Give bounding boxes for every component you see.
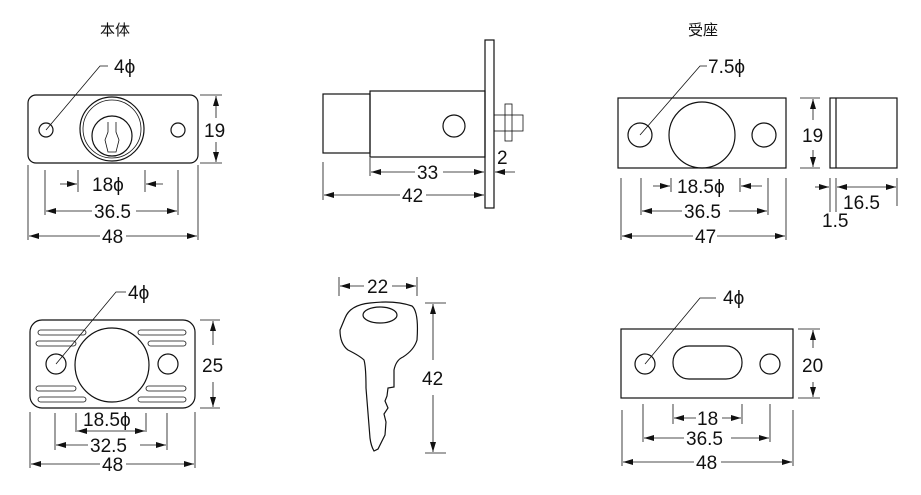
body-cylinder-label: 18ϕ: [92, 175, 124, 196]
strike-plate-view: 4ϕ 20 18 36.5 48: [620, 288, 823, 474]
strike-height-label: 19: [802, 126, 823, 147]
side-length-label: 33: [417, 163, 438, 184]
body-back-view: 4ϕ 25 18.5ϕ 32.5 48: [29, 283, 223, 476]
back-width-label: 48: [102, 455, 123, 476]
side-total-label: 42: [402, 186, 423, 207]
strike-front-view: 7.5ϕ 19 18.5ϕ 36.5 47: [617, 57, 823, 248]
body-width-label: 48: [102, 227, 123, 248]
title-strike: 受座: [688, 21, 718, 39]
body-height-label: 19: [204, 121, 225, 142]
strike-width-label: 47: [695, 227, 716, 248]
key-width-label: 22: [367, 277, 388, 298]
title-body: 本体: [100, 21, 130, 39]
back-hole-label: 4ϕ: [128, 283, 149, 304]
body-pitch-label: 36.5: [94, 202, 131, 223]
plate-pitch-label: 36.5: [686, 429, 723, 450]
body-side-view: 33 2 42: [322, 39, 524, 209]
strike-pitch-label: 36.5: [684, 202, 721, 223]
body-hole-label: 4ϕ: [114, 57, 135, 78]
back-height-label: 25: [202, 356, 223, 377]
plate-hole-label: 4ϕ: [723, 288, 744, 309]
plate-height-label: 20: [802, 356, 823, 377]
plate-width-label: 48: [696, 453, 717, 474]
body-front-view: 4ϕ 19 18ϕ 36.5 48: [27, 57, 225, 248]
strike-wall-label: 1.5: [822, 211, 848, 232]
back-pitch-label: 32.5: [90, 436, 127, 457]
key-view: 22 42: [338, 277, 446, 454]
side-plate-label: 2: [497, 148, 508, 169]
back-opening-label: 18.5ϕ: [83, 410, 131, 431]
plate-slot-label: 18: [697, 409, 718, 430]
strike-side-view: 16.5 1.5: [815, 97, 898, 232]
key-length-label: 42: [422, 369, 443, 390]
strike-hole-label: 7.5ϕ: [708, 57, 745, 78]
strike-opening-label: 18.5ϕ: [677, 177, 725, 198]
strike-depth-label: 16.5: [843, 193, 880, 214]
